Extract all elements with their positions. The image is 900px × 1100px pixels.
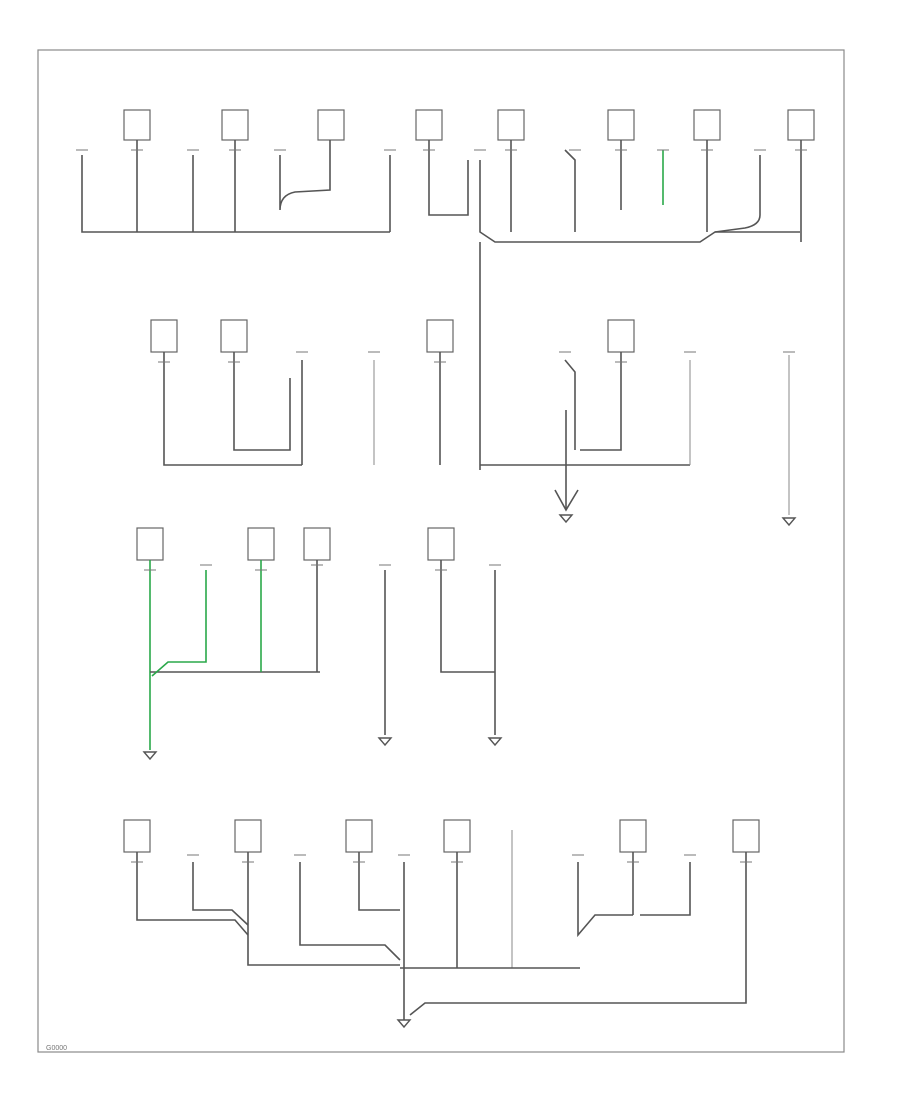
- diagram-border: [37, 49, 845, 1053]
- section-2-components: [150, 319, 635, 353]
- component-box: [220, 319, 248, 353]
- section-3-wires: [142, 560, 503, 761]
- section-1-components: [123, 109, 815, 141]
- component-box: [150, 319, 178, 353]
- section-1-wires: [81, 140, 802, 470]
- component-box: [443, 819, 471, 853]
- component-box: [607, 109, 635, 141]
- component-box: [123, 819, 151, 853]
- component-box: [619, 819, 647, 853]
- component-box: [317, 109, 345, 141]
- component-box: [221, 109, 249, 141]
- connector-markers: [76, 149, 807, 863]
- component-box: [415, 109, 443, 141]
- component-box: [732, 819, 760, 853]
- component-box: [247, 527, 275, 561]
- component-box: [303, 527, 331, 561]
- component-box: [693, 109, 721, 141]
- diagram-code: G0000: [46, 1045, 68, 1052]
- component-box: [787, 109, 815, 141]
- component-box: [345, 819, 373, 853]
- section-4-components: [123, 819, 760, 853]
- component-box: [136, 527, 164, 561]
- component-box: [234, 819, 262, 853]
- component-box: [607, 319, 635, 353]
- section-4-wires: [136, 830, 747, 1029]
- component-box: [427, 527, 455, 561]
- component-box: [497, 109, 525, 141]
- component-box: [426, 319, 454, 353]
- component-box: [123, 109, 151, 141]
- section-2-wires: [163, 352, 797, 527]
- section-3-components: [136, 527, 455, 561]
